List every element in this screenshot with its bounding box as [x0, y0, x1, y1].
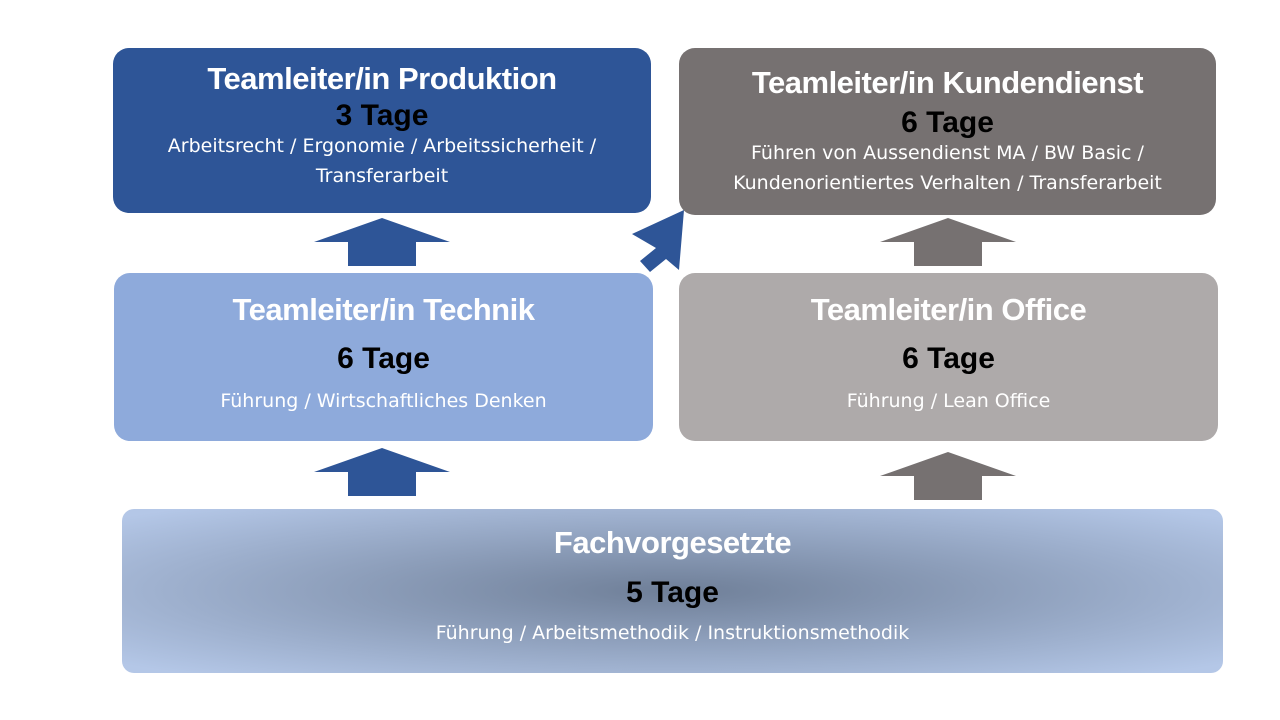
- box-title: Teamleiter/in Produktion: [207, 61, 557, 96]
- box-duration: 6 Tage: [902, 342, 995, 375]
- box-title: Fachvorgesetzte: [553, 525, 792, 560]
- box-topics-line-1: Führung / Lean Office: [846, 390, 1051, 412]
- box-duration: 6 Tage: [901, 106, 994, 139]
- arrow-technik-to-produktion: [314, 218, 450, 266]
- box-teamleiter-technik: Teamleiter/in Technik 6 Tage Führung / W…: [114, 273, 653, 441]
- arrow-fachvorgesetzte-to-technik: [314, 448, 450, 496]
- box-title: Teamleiter/in Office: [810, 292, 1087, 327]
- box-duration: 6 Tage: [337, 342, 430, 375]
- box-teamleiter-kundendienst: Teamleiter/in Kundendienst 6 Tage Führen…: [679, 48, 1216, 215]
- box-fachvorgesetzte: Fachvorgesetzte 5 Tage Führung / Arbeits…: [122, 509, 1223, 673]
- box-topics-line-2: Transferarbeit: [315, 165, 449, 187]
- box-title: Teamleiter/in Kundendienst: [751, 65, 1144, 100]
- box-teamleiter-office: Teamleiter/in Office 6 Tage Führung / Le…: [679, 273, 1218, 441]
- arrow-technik-to-kundendienst: [632, 210, 684, 272]
- box-duration: 5 Tage: [626, 576, 719, 609]
- arrow-fachvorgesetzte-to-office: [880, 452, 1016, 500]
- box-topics-line-2: Kundenorientiertes Verhalten / Transfera…: [733, 172, 1162, 194]
- box-topics-line-1: Führen von Aussendienst MA / BW Basic /: [751, 142, 1144, 164]
- box-teamleiter-produktion: Teamleiter/in Produktion 3 Tage Arbeitsr…: [113, 48, 651, 213]
- box-topics-line-1: Führung / Arbeitsmethodik / Instruktions…: [435, 622, 910, 644]
- box-topics-line-1: Führung / Wirtschaftliches Denken: [220, 390, 547, 412]
- box-duration: 3 Tage: [335, 99, 429, 132]
- box-topics-line-1: Arbeitsrecht / Ergonomie / Arbeitssicher…: [167, 135, 597, 157]
- arrow-office-to-kundendienst: [880, 218, 1016, 266]
- box-title: Teamleiter/in Technik: [232, 292, 535, 327]
